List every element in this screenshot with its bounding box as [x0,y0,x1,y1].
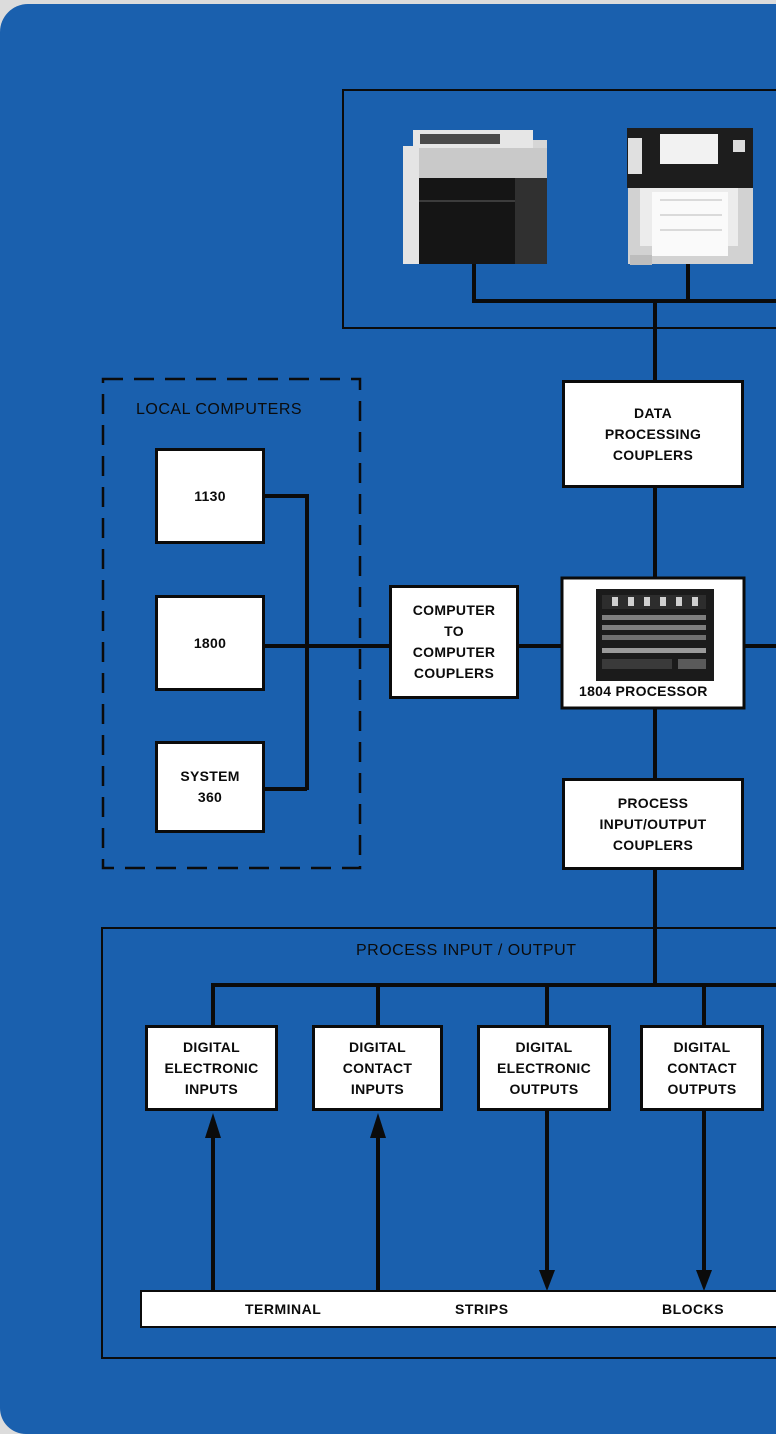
process-io-couplers-label: PROCESS INPUT/OUTPUT COUPLERS [599,793,706,856]
system-360-label: SYSTEM 360 [180,766,239,808]
digital-contact-outputs-box: DIGITAL CONTACT OUTPUTS [640,1025,764,1111]
data-processing-couplers-box: DATA PROCESSING COUPLERS [562,380,744,488]
computer-to-computer-couplers-label: COMPUTER TO COMPUTER COUPLERS [413,600,496,684]
computer-1130-box: 1130 [155,448,265,544]
computer-1800-label: 1800 [194,633,226,654]
computer-to-computer-couplers-box: COMPUTER TO COMPUTER COUPLERS [389,585,519,699]
system-360-box: SYSTEM 360 [155,741,265,833]
computer-1800-box: 1800 [155,595,265,691]
process-io-couplers-box: PROCESS INPUT/OUTPUT COUPLERS [562,778,744,870]
processor-label: 1804 PROCESSOR [579,683,708,699]
terminal-label: TERMINAL [245,1301,321,1317]
blocks-label: BLOCKS [662,1301,724,1317]
digital-contact-inputs-box: DIGITAL CONTACT INPUTS [312,1025,443,1111]
printer-machine-image [627,128,753,265]
digital-electronic-outputs-label: DIGITAL ELECTRONIC OUTPUTS [497,1037,591,1100]
local-computers-title: LOCAL COMPUTERS [136,401,302,419]
data-processing-couplers-label: DATA PROCESSING COUPLERS [605,403,701,466]
digital-contact-outputs-label: DIGITAL CONTACT OUTPUTS [667,1037,737,1100]
digital-contact-inputs-label: DIGITAL CONTACT INPUTS [343,1037,413,1100]
process-io-title: PROCESS INPUT / OUTPUT [356,942,577,960]
processor-panel-image [596,589,714,681]
computer-1130-label: 1130 [194,486,226,507]
digital-electronic-outputs-box: DIGITAL ELECTRONIC OUTPUTS [477,1025,611,1111]
digital-electronic-inputs-box: DIGITAL ELECTRONIC INPUTS [145,1025,278,1111]
digital-electronic-inputs-label: DIGITAL ELECTRONIC INPUTS [165,1037,259,1100]
card-punch-machine-image [403,130,547,264]
arrowheads [205,1113,712,1291]
strips-label: STRIPS [455,1301,509,1317]
